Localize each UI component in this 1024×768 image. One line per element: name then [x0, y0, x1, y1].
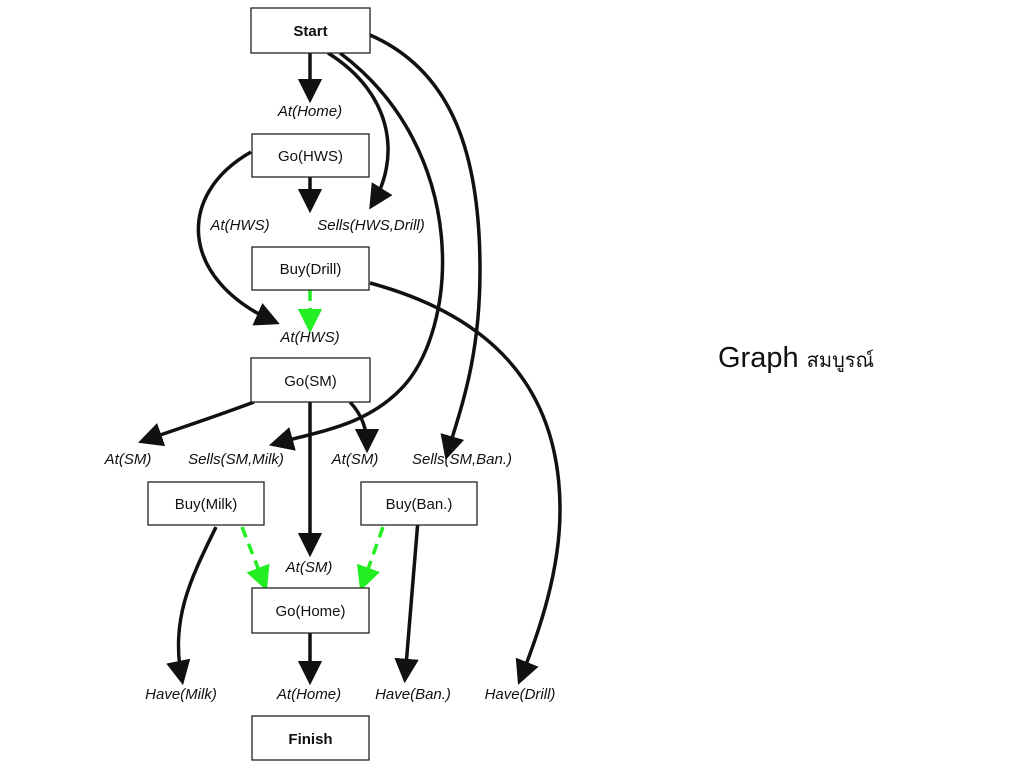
step-go-sm: Go(SM) — [250, 357, 371, 403]
condition-at-home-1: At(Home) — [277, 103, 342, 120]
condition-at-sm-2: At(SM) — [331, 451, 379, 468]
step-buy-drill-label: Buy(Drill) — [280, 261, 342, 278]
condition-have-drill: Have(Drill) — [485, 686, 556, 703]
arc-start-to-sells-hws-drill — [327, 51, 393, 210]
arc-go-sm-to-at-sm-mid — [348, 400, 380, 454]
step-go-hws-label: Go(HWS) — [278, 148, 343, 165]
step-buy-drill: Buy(Drill) — [251, 246, 370, 291]
condition-at-hws-1: At(HWS) — [209, 217, 269, 234]
condition-labels: At(Home) At(HWS) Sells(HWS,Drill) At(HWS… — [104, 103, 556, 703]
condition-have-milk: Have(Milk) — [145, 686, 217, 703]
slide-title-main: Graph — [718, 342, 799, 374]
step-buy-milk: Buy(Milk) — [147, 481, 265, 526]
arc-buy-drill-to-have-drill — [369, 281, 562, 685]
condition-at-home-2: At(Home) — [276, 686, 341, 703]
step-finish: Finish — [251, 715, 370, 761]
slide-title-thai-suffix: สมบูรณ์ — [806, 348, 875, 372]
condition-at-hws-2: At(HWS) — [279, 329, 339, 346]
dashed-arc-buy-ban-to-go-home — [356, 526, 385, 591]
step-finish-label: Finish — [288, 731, 332, 748]
condition-sells-sm-ban: Sells(SM,Ban.) — [412, 451, 512, 468]
condition-sells-hws-drill: Sells(HWS,Drill) — [317, 217, 425, 234]
dashed-arc-buy-milk-to-go-home — [240, 526, 270, 591]
step-buy-ban-label: Buy(Ban.) — [386, 496, 453, 513]
step-go-home: Go(Home) — [251, 587, 370, 634]
step-buy-ban: Buy(Ban.) — [360, 481, 478, 526]
step-go-home-label: Go(Home) — [275, 603, 345, 620]
step-start: Start — [250, 7, 371, 54]
arc-buy-milk-to-have-milk — [166, 526, 218, 686]
causal-links — [138, 33, 562, 686]
step-go-sm-label: Go(SM) — [284, 373, 337, 390]
condition-have-ban: Have(Ban.) — [375, 686, 451, 703]
condition-at-sm-3: At(SM) — [285, 559, 333, 576]
arc-buy-ban-to-have-ban — [394, 519, 420, 684]
step-buy-milk-label: Buy(Milk) — [175, 496, 238, 513]
arc-start-to-sells-sm-milk — [268, 51, 445, 451]
arc-start-to-sells-sm-ban — [369, 33, 482, 461]
ordering-links — [240, 290, 385, 591]
condition-sells-sm-milk: Sells(SM,Milk) — [188, 451, 284, 468]
condition-at-sm-1: At(SM) — [104, 451, 152, 468]
arc-go-hws-to-at-hws — [196, 150, 280, 326]
step-go-hws: Go(HWS) — [251, 133, 370, 178]
slide-title: Graph สมบูรณ์ — [718, 342, 874, 376]
arc-go-sm-to-at-sm-left — [138, 400, 255, 447]
step-start-label: Start — [293, 23, 327, 40]
